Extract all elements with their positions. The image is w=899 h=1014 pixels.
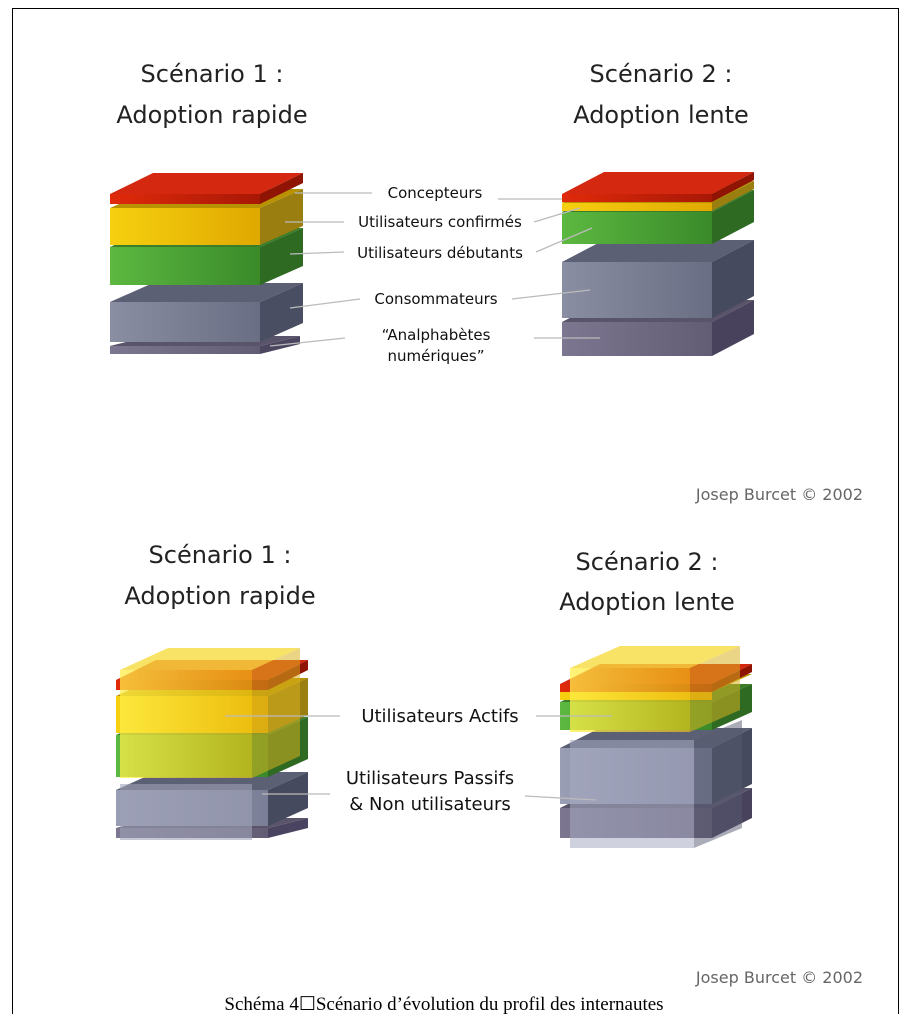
bottom-scenario1-line1: Scénario 1 : [149,541,292,569]
label-consommateurs: Consommateurs [374,290,497,308]
label-utilisateurs-debutants: Utilisateurs débutants [357,244,523,262]
label-utilisateurs-confirmes: Utilisateurs confirmés [358,213,522,231]
top-credit: Josep Burcet © 2002 [695,485,863,504]
bottom-right-stack [560,646,752,848]
label-utilisateurs-actifs: Utilisateurs Actifs [361,706,518,727]
bottom-scenario2-line1: Scénario 2 : [576,548,719,576]
label-concepteurs: Concepteurs [388,184,483,202]
bottom-leader-lines [225,715,612,801]
figure-caption: Schéma 4☐Scénario d’évolution du profil … [224,994,663,1014]
bottom-credit: Josep Burcet © 2002 [695,968,863,987]
top-scenario1-line2: Adoption rapide [116,101,307,129]
bottom-left-stack [116,648,308,840]
label-analphabetes-line1: “Analphabètes [382,326,491,344]
top-scenario1-line1: Scénario 1 : [141,60,284,88]
bottom-scenario1-line2: Adoption rapide [124,582,315,610]
top-left-stack [110,173,303,354]
top-right-stack [562,172,754,356]
top-scenario2-line2: Adoption lente [573,101,749,129]
label-analphabetes-line2: numériques” [387,347,484,365]
bottom-scenario2-line2: Adoption lente [559,588,735,616]
top-scenario2-line1: Scénario 2 : [590,60,733,88]
label-passifs-line2: & Non utilisateurs [349,794,511,815]
label-passifs-line1: Utilisateurs Passifs [346,768,514,789]
top-leader-lines [269,192,600,347]
